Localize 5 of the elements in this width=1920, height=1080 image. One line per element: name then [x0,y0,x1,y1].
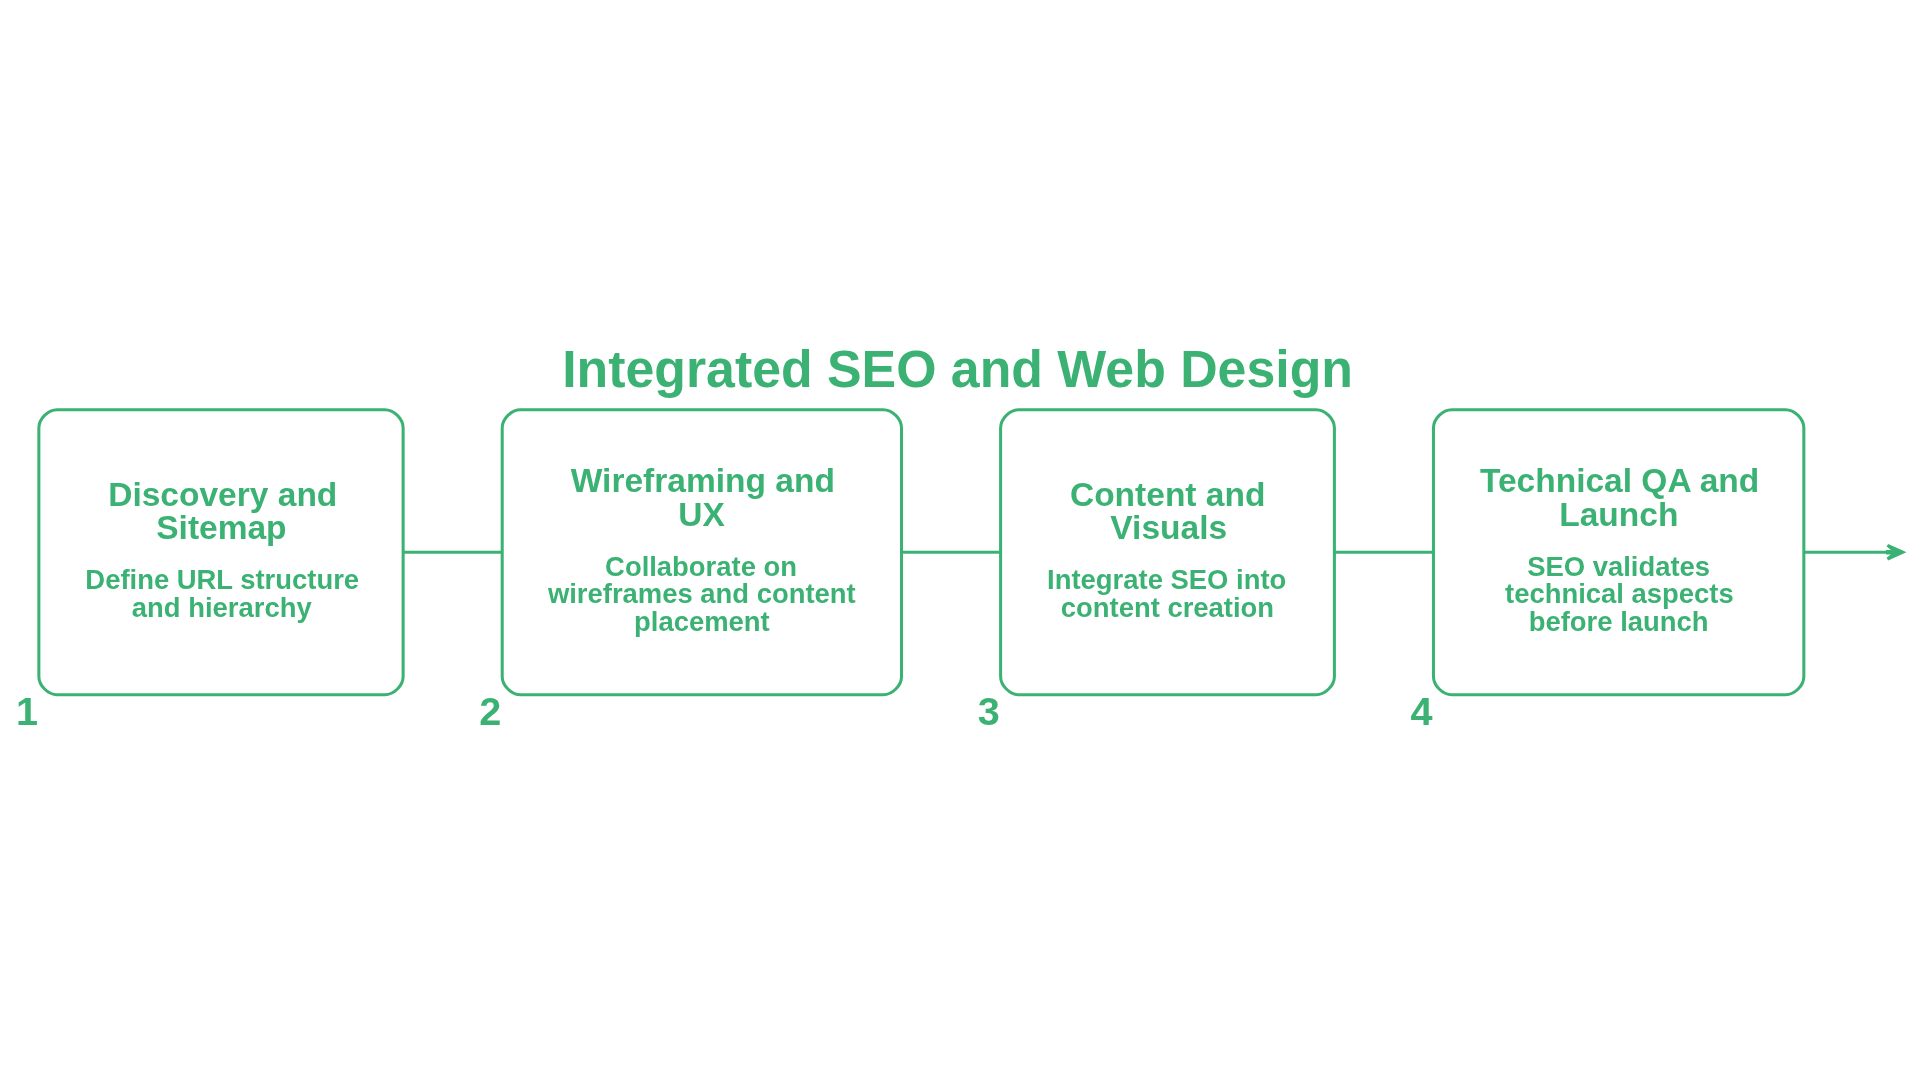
node-label: 1 [15,688,39,733]
node-label: 2 [479,688,502,733]
node-label: 3 [977,688,1000,733]
node-label: 4 [1410,688,1433,733]
diagram-title: Integrated SEO and Web Design [562,340,1353,399]
